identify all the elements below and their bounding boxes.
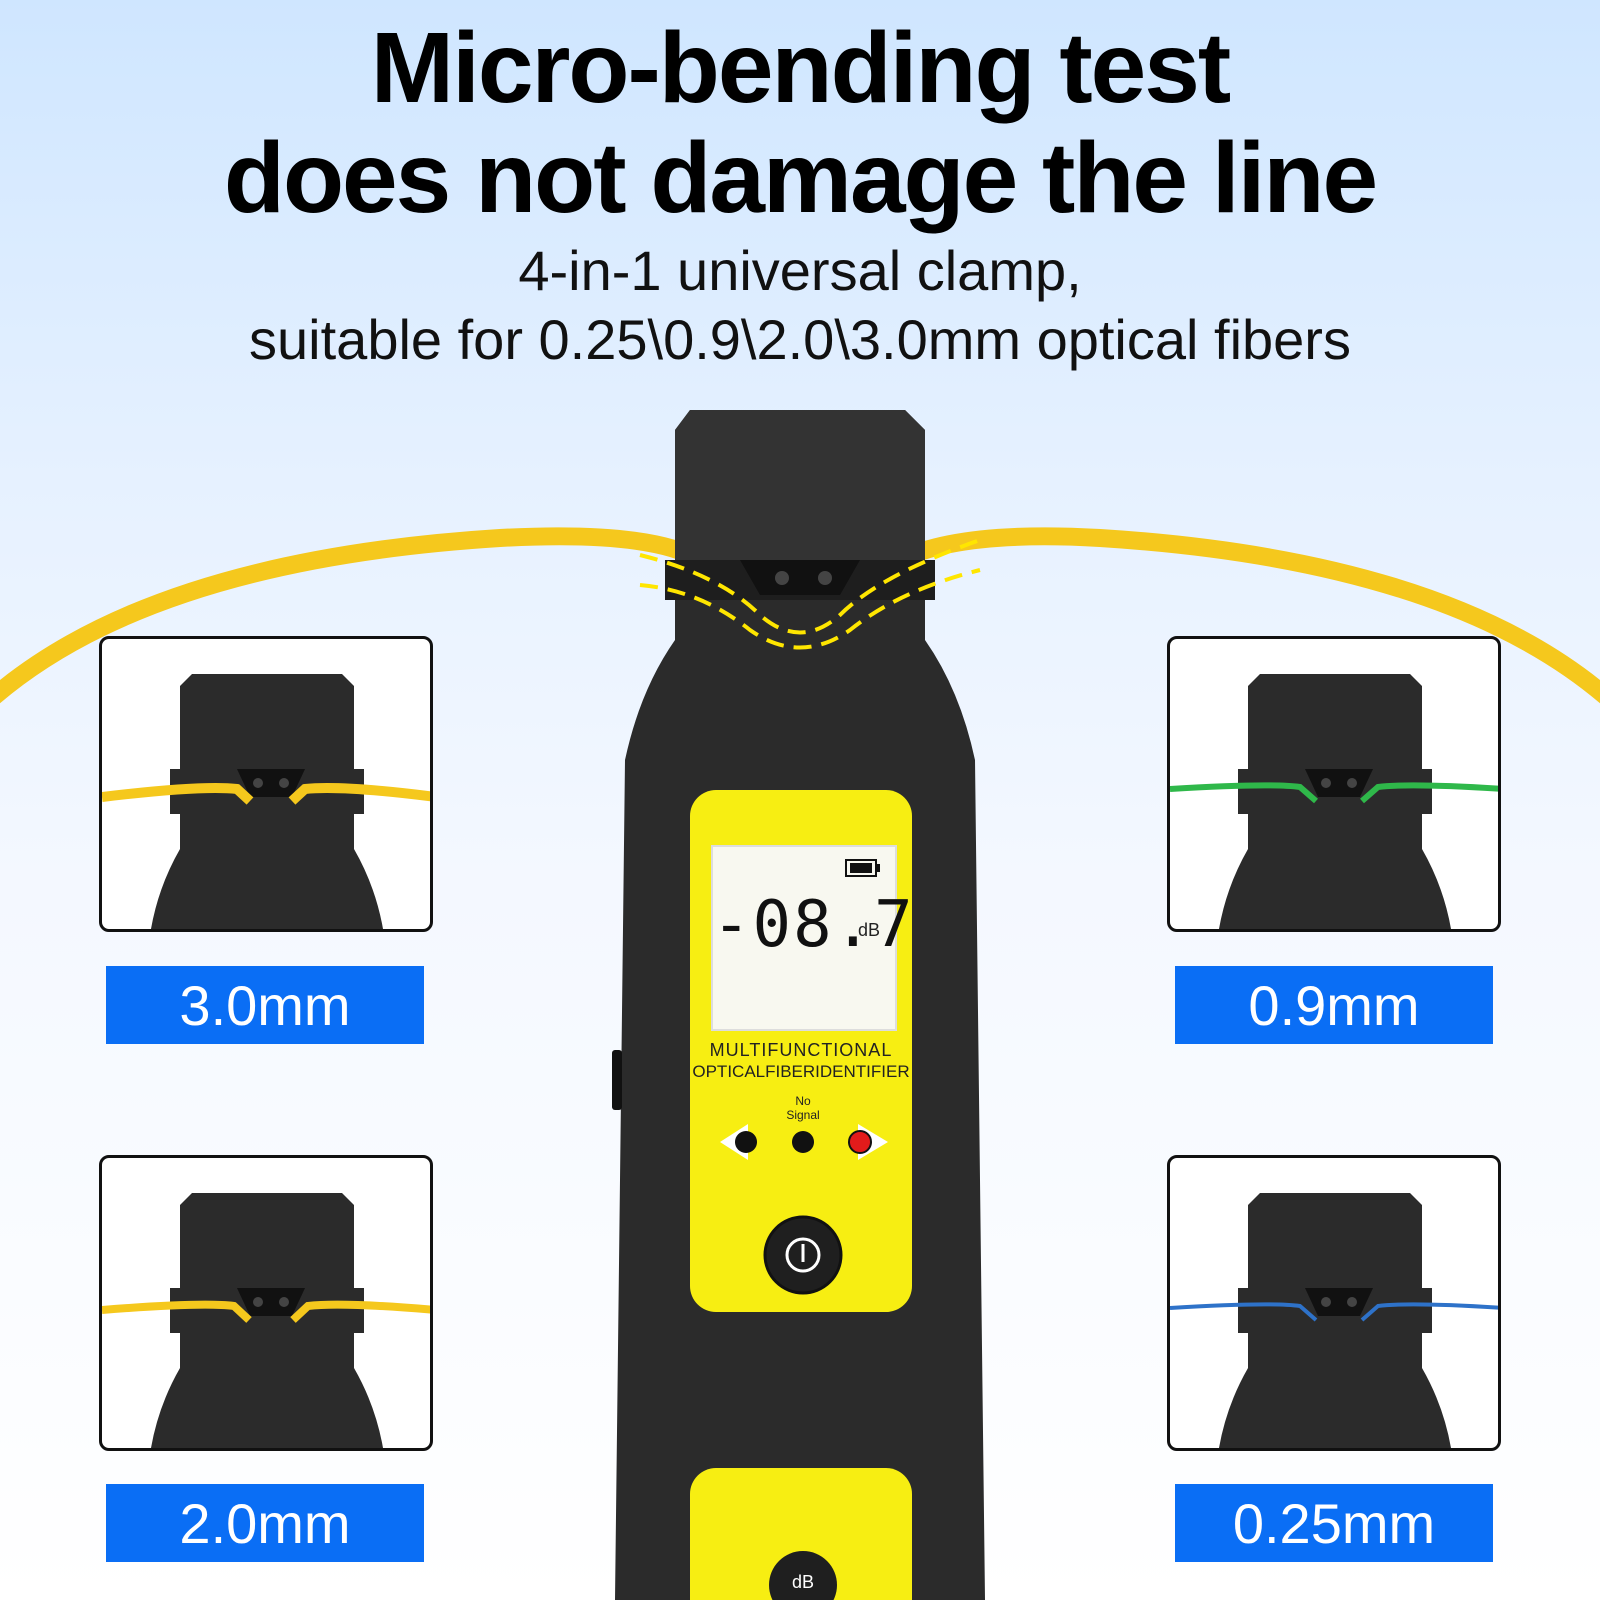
right-indicator-led [848,1130,872,1154]
fiber-2mm [102,1300,430,1323]
lcd-unit: dB [858,920,881,940]
fiber-0-25mm [1170,1302,1498,1322]
size-label-0-9mm: 0.9mm [1175,966,1493,1044]
headline-line-2: does not damage the line [223,122,1378,234]
left-indicator-led [735,1131,757,1153]
no-signal-led [792,1131,814,1153]
subtitle-line-1: 4-in-1 universal clamp, [518,239,1082,302]
subtitle-line-2: suitable for 0.25\0.9\2.0\3.0mm optical … [249,308,1351,371]
micro-bend-dashed-guide [639,538,981,635]
clamp-pin [818,571,832,585]
device-name-line-1: MULTIFUNCTIONAL [709,1040,893,1060]
clamp-panel-0-9mm [1167,636,1501,932]
clamp-panel-3mm [99,636,433,932]
fiber-0-9mm [1170,782,1498,804]
headline-line-1: Micro-bending test [370,12,1231,124]
db-button-label: dB [791,1572,815,1592]
lower-face-panel [690,1468,912,1600]
clamp-panel-0-25mm [1167,1155,1501,1451]
clamp-panel-2mm [99,1155,433,1451]
device-name-line-2: OPTICALFIBERIDENTIFIER [692,1062,910,1081]
db-button [769,1551,837,1600]
no-signal-label-1: No [795,1094,811,1108]
clamp-pin [775,571,789,585]
size-label-2mm: 2.0mm [106,1484,424,1562]
no-signal-label-2: Signal [786,1108,820,1122]
side-button [612,1050,622,1110]
fiber-3mm [102,783,430,805]
size-label-0-25mm: 0.25mm [1175,1484,1493,1562]
power-icon [785,1237,821,1273]
lcd-reading: -08.7 [712,888,915,962]
size-label-3mm: 3.0mm [106,966,424,1044]
clamp-notch [740,560,860,595]
